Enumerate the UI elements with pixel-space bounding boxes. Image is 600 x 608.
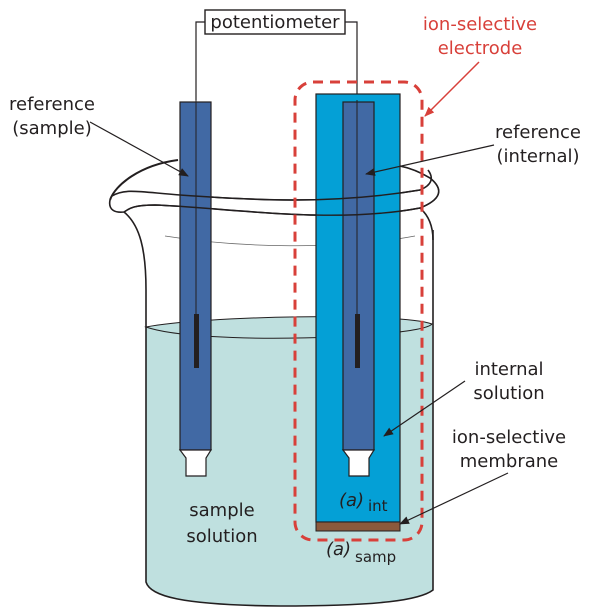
svg-text:int: int [368,497,388,515]
ion-selective-electrode [315,93,401,532]
svg-text:ion-selective: ion-selective [423,14,537,35]
svg-text:(a): (a) [339,490,364,511]
label-a-samp: (a) samp [326,539,396,566]
label-membrane: ion-selective membrane [399,427,566,525]
svg-text:samp: samp [355,548,396,566]
svg-text:reference: reference [495,122,581,143]
potentiometer-label: potentiometer [210,12,340,33]
svg-text:reference: reference [9,94,95,115]
arrow-membrane [399,472,509,525]
ion-selective-membrane [315,521,401,532]
svg-text:(sample): (sample) [12,118,92,139]
arrow-internal-solution [383,380,466,437]
arrow-reference-internal [365,144,495,176]
svg-text:solution: solution [473,383,544,404]
svg-text:(a): (a) [326,539,351,560]
wire-left [195,21,205,100]
svg-text:internal: internal [474,359,543,380]
arrow-reference-sample [89,121,189,177]
reference-sample-electrode [178,100,213,477]
beaker-rim-front [123,165,440,216]
svg-text:sample: sample [189,500,254,521]
potentiometer: potentiometer [195,9,358,100]
svg-text:(internal): (internal) [496,146,579,167]
label-internal-solution: internal solution [383,359,545,437]
label-reference-internal: reference (internal) [365,122,581,176]
svg-text:membrane: membrane [460,451,558,472]
label-reference-sample: reference (sample) [9,94,189,177]
label-ise: ion-selective electrode [423,14,537,117]
svg-text:solution: solution [186,526,257,547]
svg-text:ion-selective: ion-selective [452,427,566,448]
label-a-int: (a) int [339,490,388,515]
ise-highlight-outline [293,80,424,542]
wire-right [345,21,358,100]
label-sample-solution: sample solution [186,500,257,547]
svg-text:electrode: electrode [438,38,523,59]
arrow-ise [424,61,480,117]
